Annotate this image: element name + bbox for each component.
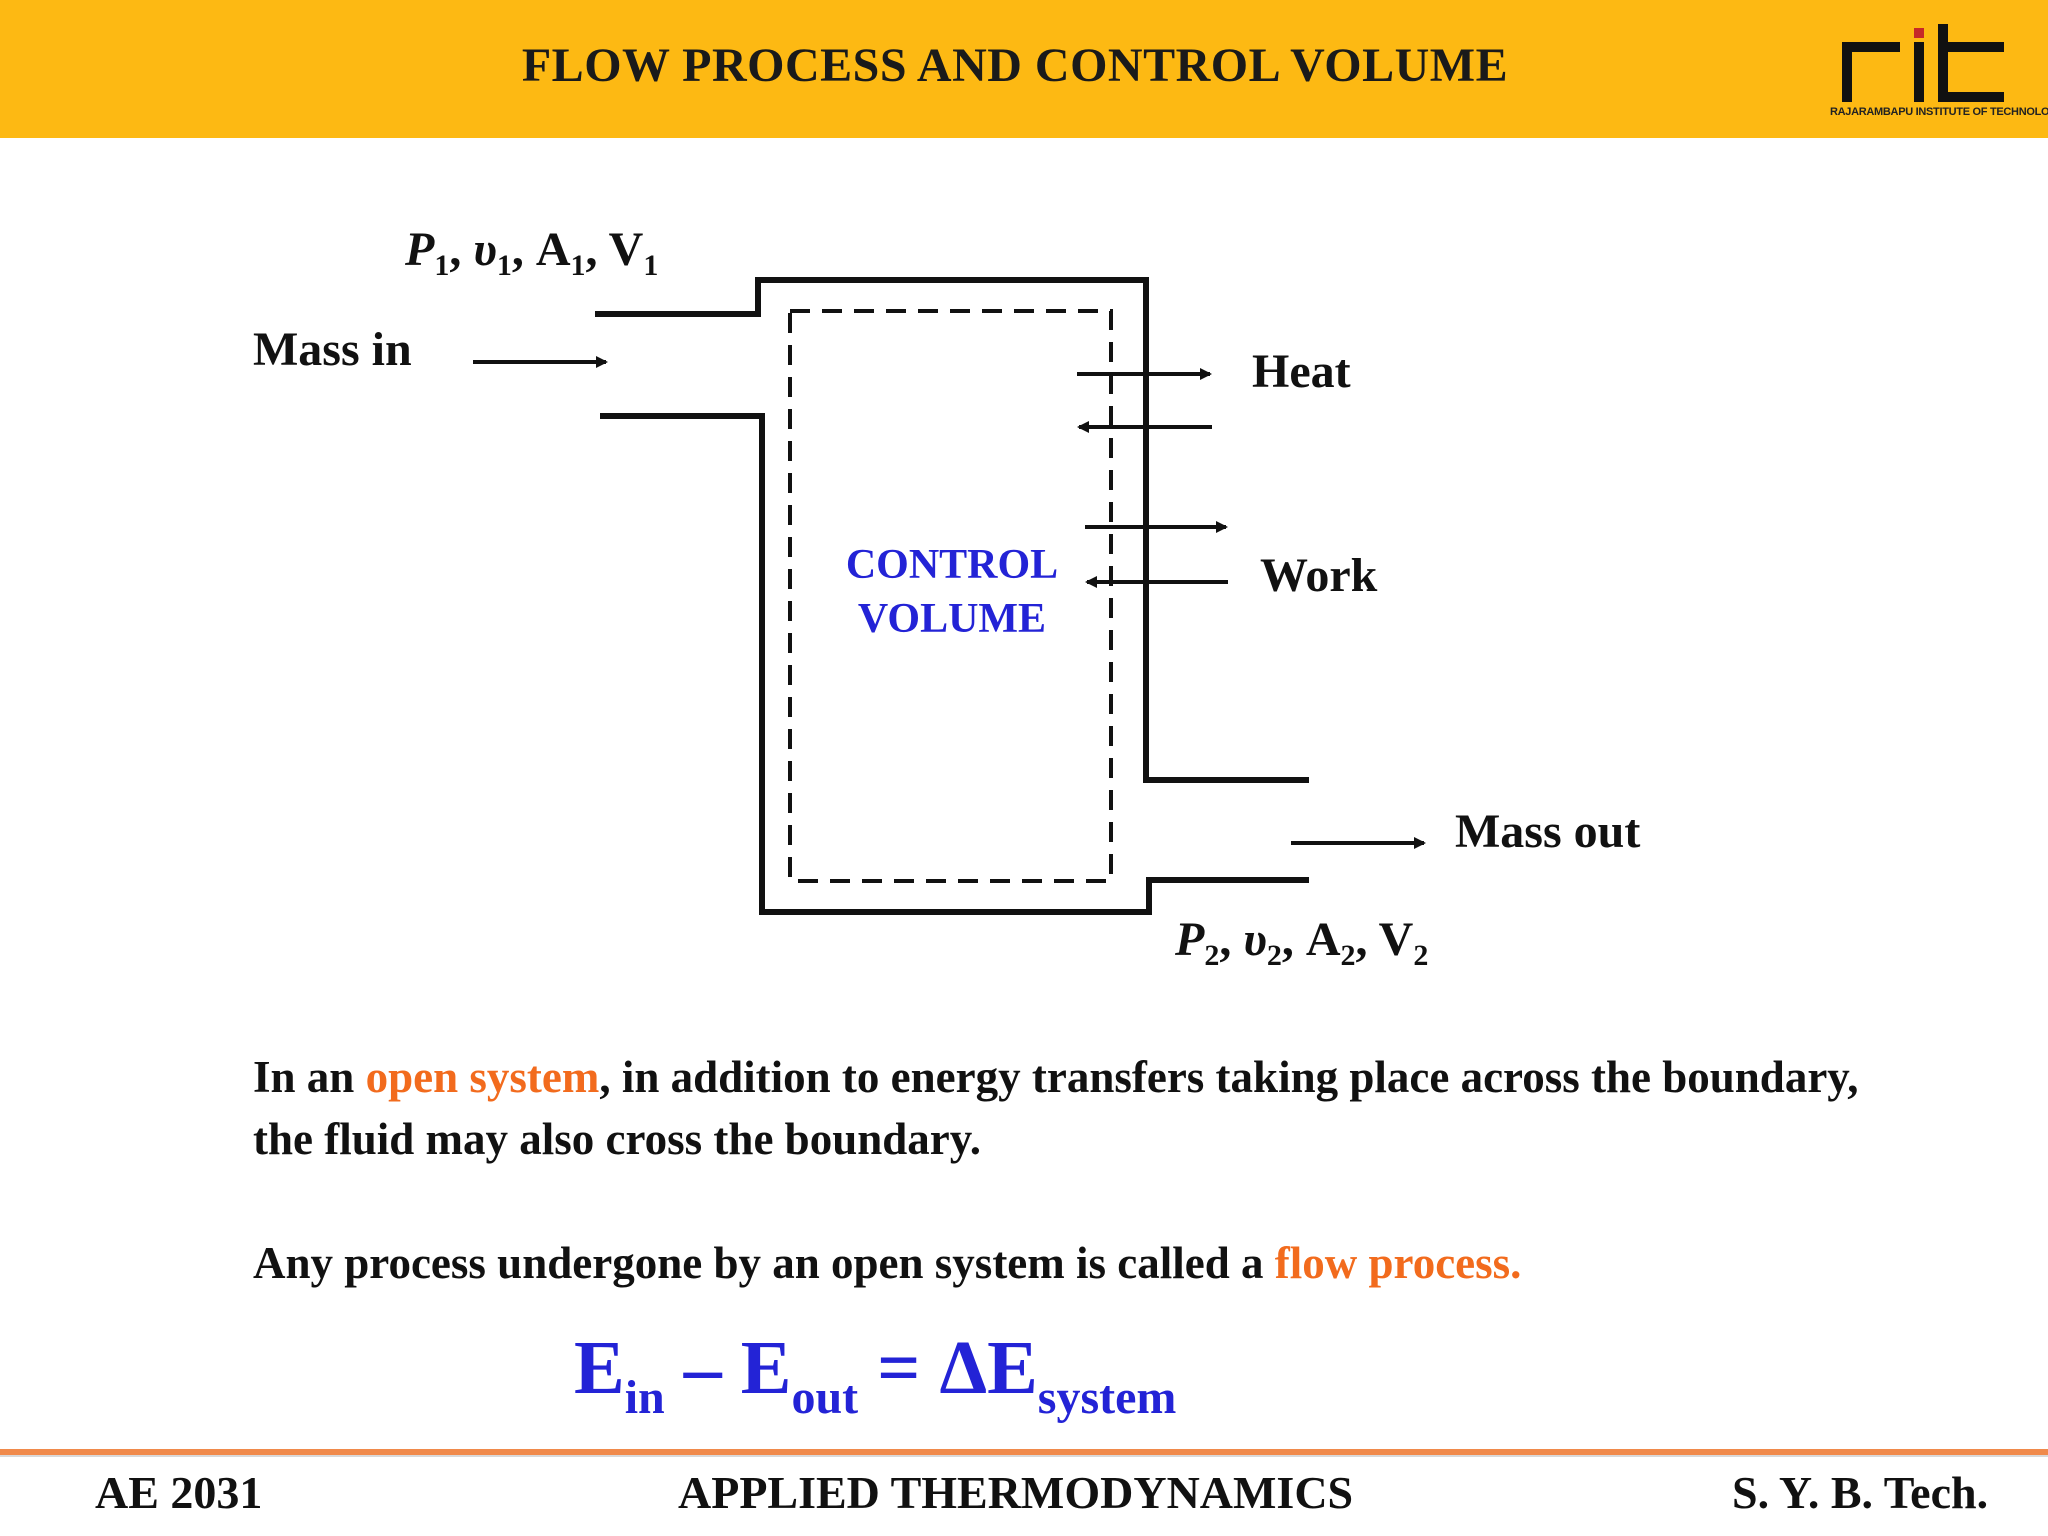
system-boundary	[595, 277, 1309, 783]
work-label: Work	[1260, 549, 1378, 602]
course-title: APPLIED THERMODYNAMICS	[678, 1467, 1354, 1518]
eq-minus: –	[664, 1326, 741, 1410]
eq-e-out: E	[740, 1326, 792, 1410]
eq-sub-in: in	[624, 1371, 665, 1424]
flow-process-highlight: flow process.	[1274, 1238, 1522, 1288]
rit-logo: RAJARAMBAPU INSTITUTE OF TECHNOLOGY	[1830, 20, 2048, 130]
outlet-sub: 2	[1204, 939, 1220, 972]
outlet-area-symbol: A	[1305, 913, 1341, 966]
mass-in-label: Mass in	[253, 323, 412, 376]
para2-text-a: Any process undergone by an open system …	[253, 1238, 1275, 1288]
footer-divider-shadow	[0, 1455, 2048, 1457]
eq-delta-e: ΔE	[939, 1326, 1038, 1410]
eq-sub-out: out	[791, 1371, 859, 1424]
para1-text-b: , in addition to energy transfers taking…	[253, 1052, 1859, 1164]
outlet-velocity-symbol: V	[1378, 913, 1414, 966]
inlet-specific-volume-symbol: υ	[473, 223, 497, 276]
outlet-sub: 2	[1266, 939, 1282, 972]
footer-divider	[0, 1449, 2048, 1455]
inlet-sub: 1	[434, 249, 450, 282]
logo-subtitle: RAJARAMBAPU INSTITUTE OF TECHNOLOGY	[1830, 106, 2048, 118]
flow-process-paragraph: Any process undergone by an open system …	[253, 1232, 1903, 1294]
system-boundary-lower	[600, 413, 1309, 915]
inlet-area-symbol: A	[535, 223, 571, 276]
cv-label-line2: VOLUME	[857, 596, 1047, 642]
class-label: S. Y. B. Tech.	[1732, 1467, 1989, 1518]
inlet-sub: 1	[496, 249, 512, 282]
eq-sub-system: system	[1037, 1371, 1177, 1424]
energy-balance-equation: Ein – Eout = ΔEsystem	[574, 1325, 1176, 1425]
inlet-pressure-symbol: P	[405, 223, 435, 276]
eq-equals: =	[858, 1326, 940, 1410]
header-bar: FLOW PROCESS AND CONTROL VOLUME RAJARAMB…	[0, 0, 2048, 138]
inlet-velocity-symbol: V	[608, 223, 644, 276]
eq-e-in: E	[574, 1326, 625, 1410]
cv-label-line1: CONTROL	[845, 542, 1059, 588]
mass-out-label: Mass out	[1455, 805, 1641, 858]
page-title: FLOW PROCESS AND CONTROL VOLUME	[521, 39, 1509, 92]
outlet-state-label: P2, υ2, A2, V2	[1175, 913, 1429, 972]
outlet-sub: 2	[1413, 939, 1429, 972]
outlet-pressure-symbol: P	[1175, 913, 1205, 966]
control-volume-label: CONTROL VOLUME	[822, 538, 1082, 646]
heat-label: Heat	[1252, 345, 1351, 398]
open-system-paragraph: In an open system, in addition to energy…	[253, 1046, 1903, 1170]
outlet-specific-volume-symbol: υ	[1243, 913, 1267, 966]
control-volume-diagram	[473, 277, 1426, 915]
inlet-sub: 1	[570, 249, 586, 282]
outlet-sub: 2	[1340, 939, 1356, 972]
inlet-sub: 1	[643, 249, 659, 282]
inlet-state-label: P1, υ1, A1, V1	[405, 223, 659, 282]
course-code: AE 2031	[95, 1467, 263, 1518]
rit-logo-icon	[1842, 24, 2004, 102]
para1-text-a: In an	[253, 1052, 366, 1102]
open-system-highlight: open system	[365, 1052, 600, 1102]
control-volume-boundary	[788, 309, 1113, 883]
